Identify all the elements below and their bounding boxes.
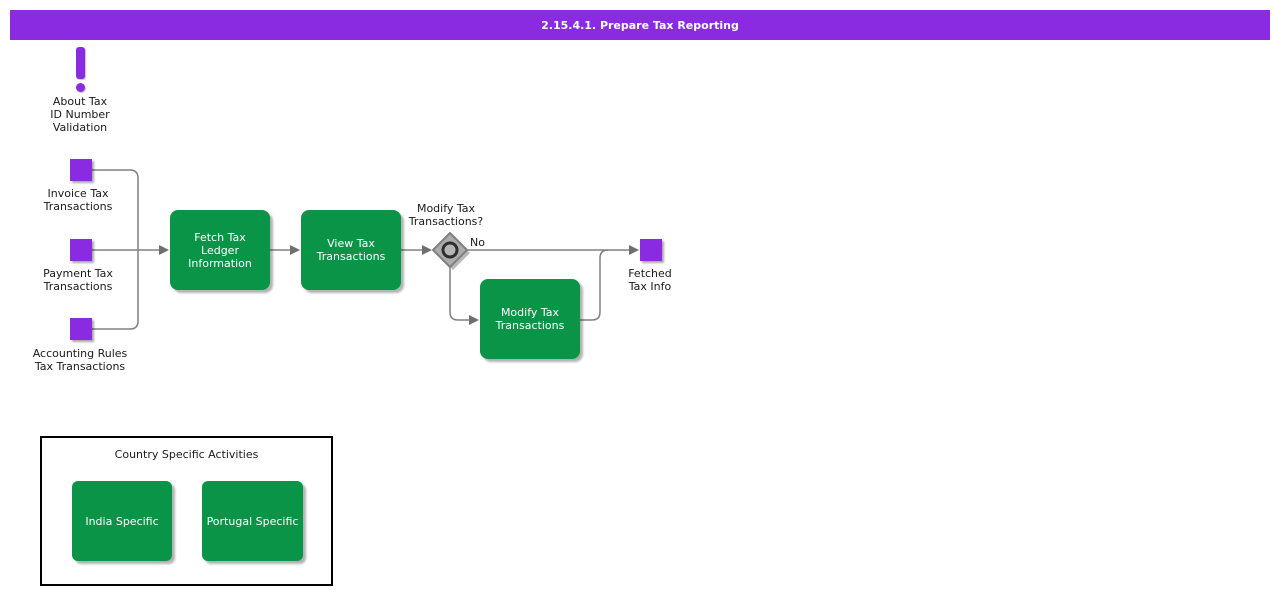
connector-modify-return	[580, 249, 609, 321]
portugal-specific-label: Portugal Specific	[206, 514, 299, 528]
activity-fetch-label: Fetch Tax Ledger Information	[188, 230, 252, 270]
annotation-label: About Tax ID Number Validation	[50, 95, 110, 134]
event-accounting-rules-tax-transactions[interactable]	[70, 318, 92, 340]
activity-portugal-specific[interactable]: Portugal Specific	[202, 481, 303, 561]
event-accounting-label: Accounting Rules Tax Transactions	[32, 347, 128, 373]
arrowhead-into-fetch	[159, 245, 169, 255]
connector-decision-to-modify	[449, 267, 469, 321]
connector-invoice-merge	[92, 169, 139, 250]
activity-view-tax-transactions[interactable]: View Tax Transactions	[301, 210, 401, 290]
decision-circle-icon	[441, 241, 459, 259]
event-payment-label: Payment Tax Transactions	[43, 267, 113, 293]
event-payment-tax-transactions[interactable]	[70, 239, 92, 261]
india-specific-label: India Specific	[85, 514, 159, 528]
activity-modify-tax-transactions[interactable]: Modify Tax Transactions	[480, 279, 580, 359]
country-specific-panel: Country Specific Activities India Specif…	[40, 436, 333, 586]
event-fetched-tax-info[interactable]	[640, 239, 662, 261]
arrowhead-into-view	[290, 245, 300, 255]
event-fetched-label: Fetched Tax Info	[628, 267, 672, 293]
activity-india-specific[interactable]: India Specific	[72, 481, 172, 561]
arrowhead-into-modify	[469, 315, 479, 325]
decision-question-label: Modify Tax Transactions?	[408, 202, 484, 228]
decision-no-label: No	[470, 236, 485, 249]
event-invoice-tax-transactions[interactable]	[70, 159, 92, 181]
country-panel-title: Country Specific Activities	[114, 448, 259, 461]
connector-accounting-merge	[92, 250, 139, 330]
activity-fetch-tax-ledger-information[interactable]: Fetch Tax Ledger Information	[170, 210, 270, 290]
arrowhead-into-fetched-info	[629, 245, 639, 255]
activity-view-label: View Tax Transactions	[316, 237, 386, 263]
exclamation-icon-dot	[76, 83, 85, 92]
arrowhead-into-decision	[422, 245, 432, 255]
diagram-title: 2.15.4.1. Prepare Tax Reporting	[541, 18, 739, 32]
event-invoice-label: Invoice Tax Transactions	[43, 187, 113, 213]
activity-modify-label: Modify Tax Transactions	[495, 306, 565, 332]
exclamation-icon[interactable]	[76, 47, 85, 79]
diagram-title-bar: 2.15.4.1. Prepare Tax Reporting	[10, 10, 1270, 40]
